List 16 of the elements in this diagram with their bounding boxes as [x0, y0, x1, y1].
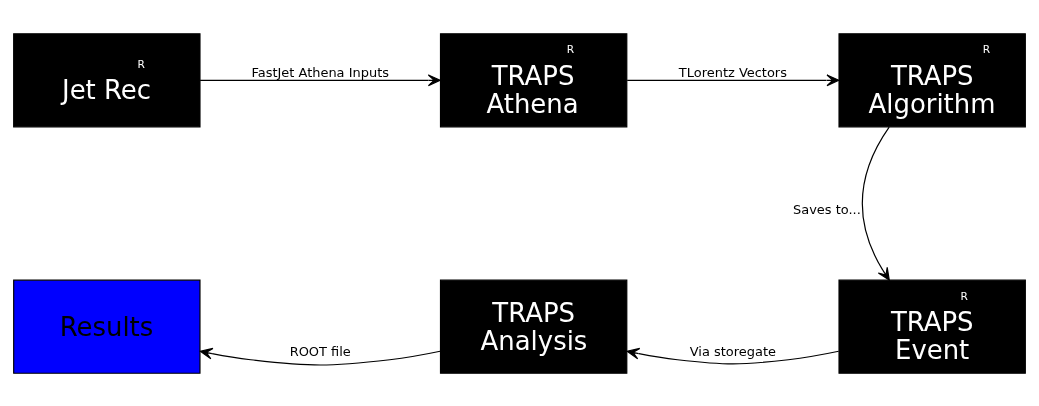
- node-box: R TRAPS Event: [838, 279, 1026, 374]
- node-box: R Jet Rec: [13, 32, 201, 127]
- node-box: R TRAPS Algorithm: [838, 32, 1026, 127]
- edge-label: TLorentz Vectors: [678, 64, 787, 80]
- arrow: [861, 126, 890, 281]
- arrow: [199, 73, 441, 86]
- arrow: [626, 73, 840, 86]
- arrow: [626, 347, 840, 364]
- node-box: R TRAPS Athena: [439, 32, 628, 127]
- edge-label: ROOT file: [289, 343, 351, 359]
- edge-label: Saves to...: [793, 201, 861, 217]
- edge-label: Via storegate: [689, 343, 777, 359]
- arrow: [199, 347, 441, 366]
- node-box: TRAPS Analysis: [439, 279, 628, 374]
- edge-label: FastJet Athena Inputs: [251, 64, 389, 80]
- node-box: Results: [13, 279, 201, 374]
